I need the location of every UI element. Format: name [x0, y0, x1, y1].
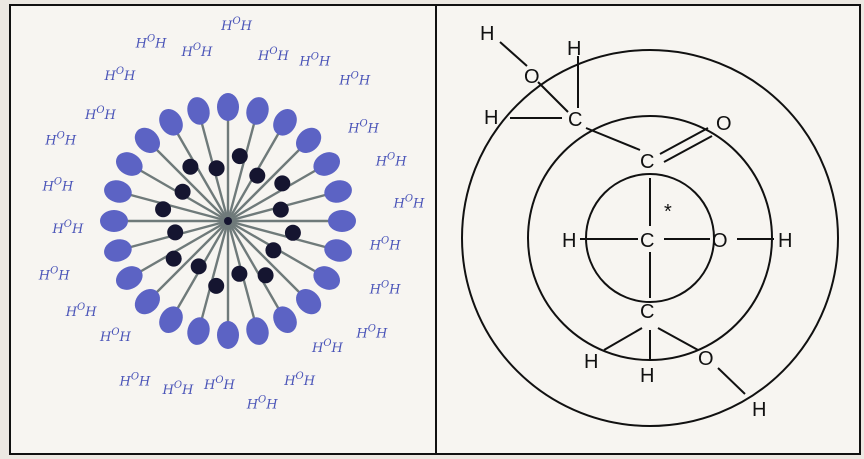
core-dot	[182, 159, 198, 175]
atom-h: H	[584, 351, 598, 373]
core-dot	[285, 225, 301, 241]
micelle-center	[224, 217, 232, 225]
core-dot	[231, 266, 247, 282]
core-dot	[249, 168, 265, 184]
core-dot	[167, 224, 183, 240]
core-dot	[258, 267, 274, 283]
core-dot	[175, 184, 191, 200]
chiral-star: *	[664, 201, 672, 223]
core-dot	[166, 251, 182, 267]
atom-h: H	[640, 365, 654, 387]
atom-c: C	[640, 151, 654, 173]
atom-o: O	[712, 230, 728, 252]
atom-h: H	[484, 107, 498, 129]
lipid-head	[328, 210, 356, 232]
atom-h: H	[567, 38, 581, 60]
core-dot	[265, 242, 281, 258]
core-dot	[274, 175, 290, 191]
atom-h: H	[562, 230, 576, 252]
atom-o: O	[524, 66, 540, 88]
atom-o: O	[716, 113, 732, 135]
atom-c: C	[640, 230, 654, 252]
lipid-head	[217, 321, 239, 349]
core-dot	[191, 258, 207, 274]
core-dot	[232, 148, 248, 164]
atom-h: H	[480, 23, 494, 45]
lipid-head	[100, 210, 128, 232]
core-dot	[155, 201, 171, 217]
atom-h: H	[778, 230, 792, 252]
atom-c: C	[568, 109, 582, 131]
core-dot	[208, 278, 224, 294]
core-dot	[273, 202, 289, 218]
core-dot	[209, 160, 225, 176]
atom-h: H	[752, 399, 766, 421]
atom-o: O	[698, 348, 714, 370]
lipid-head	[217, 93, 239, 121]
atom-c: C	[640, 301, 654, 323]
